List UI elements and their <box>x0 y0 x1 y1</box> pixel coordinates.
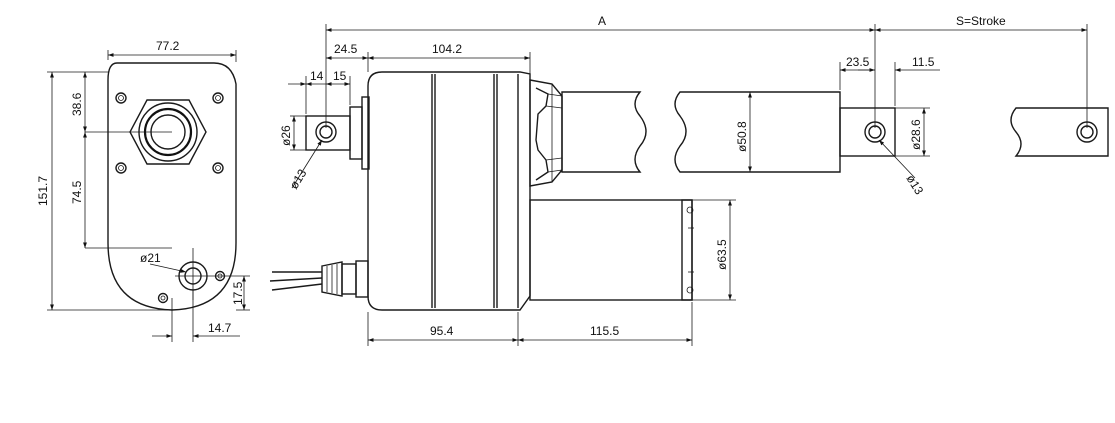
dim-rear-pin-diameter: ø13 <box>287 166 310 191</box>
rod-bellows <box>529 79 563 187</box>
dim-tube-diameter: ø50.8 <box>735 121 749 152</box>
rear-clevis <box>305 96 370 170</box>
dim-clevis-height: ø26 <box>279 125 293 146</box>
dim-rod-end-height: ø28.6 <box>909 119 923 150</box>
cable-gland <box>269 260 369 298</box>
motor <box>529 199 694 301</box>
centerlines <box>85 131 250 300</box>
dim-clevis-offset: 14 <box>310 69 324 83</box>
dim-pivot-spacing: 74.5 <box>70 180 84 204</box>
front-view: 77.2 151.7 38.6 74.5 ø21 17.5 14.7 <box>36 39 250 342</box>
dim-motor-length: 115.5 <box>590 324 619 338</box>
dim-stroke: S=Stroke <box>956 14 1006 28</box>
gearbox-housing <box>367 71 531 311</box>
dim-clevis-width: 15 <box>333 69 347 83</box>
dim-pivot-diameter: ø21 <box>140 251 161 265</box>
dim-front-pin-diameter: ø13 <box>903 172 926 197</box>
dim-bore-offset: 38.6 <box>70 92 84 116</box>
dim-pivot-lateral: 14.7 <box>208 321 232 335</box>
dim-motor-diameter: ø63.5 <box>715 239 729 270</box>
dim-front-width: 77.2 <box>156 39 180 53</box>
dim-gearbox-length: 104.2 <box>432 42 462 56</box>
rod-end-retracted <box>839 107 896 157</box>
dim-pivot-height: 17.5 <box>231 281 245 305</box>
outer-tube-continuation <box>674 91 841 173</box>
dim-rod-end-offset: 23.5 <box>846 55 870 69</box>
dim-rod-end-tail: 11.5 <box>912 55 935 69</box>
dim-front-height: 151.7 <box>36 176 50 206</box>
dim-housing-depth: 95.4 <box>430 324 454 338</box>
side-view: A S=Stroke 24.5 104.2 14 15 ø26 ø13 <box>269 14 1109 346</box>
mounting-screw-holes <box>115 92 226 304</box>
dim-overall-length: A <box>598 14 606 28</box>
outer-tube <box>561 91 647 173</box>
rod-end-extended <box>1010 107 1109 157</box>
dim-clevis-length: 24.5 <box>334 42 358 56</box>
